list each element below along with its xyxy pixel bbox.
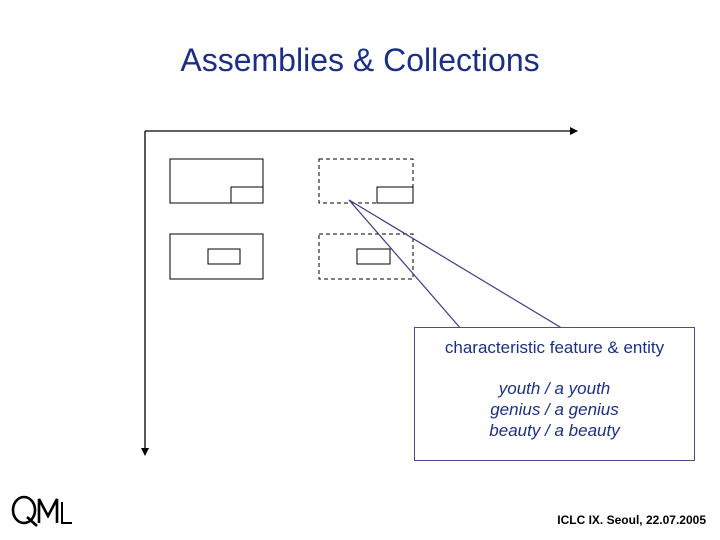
callout-pointer-line (348, 199, 566, 331)
solid-box-center (169, 233, 264, 280)
callout-heading: characteristic feature & entity (444, 338, 665, 357)
example-item: genius / a genius (490, 400, 619, 419)
example-item: beauty / a beauty (489, 421, 620, 440)
callout-pointer-line (348, 199, 463, 331)
example-item: youth / a youth (498, 379, 611, 398)
footer-citation: ICLC IX. Seoul, 22.07.2005 (557, 513, 706, 527)
slide-title: Assemblies & Collections (180, 42, 540, 78)
callout-box: characteristic feature & entity youth / … (414, 327, 695, 461)
callout-examples: youth / a youth genius / a genius beauty… (415, 378, 694, 441)
dashed-box-corner (318, 158, 414, 204)
qml-logo (11, 495, 72, 527)
dashed-box-center (318, 233, 414, 280)
solid-box-corner (169, 158, 264, 204)
